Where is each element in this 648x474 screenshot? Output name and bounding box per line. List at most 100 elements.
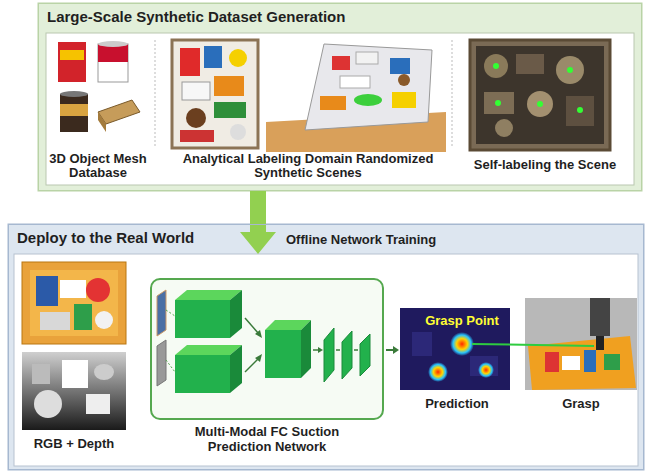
self-labeled-scene-part	[484, 92, 514, 114]
output-arrow	[386, 346, 399, 354]
self-labeled-scene-part	[556, 56, 584, 84]
synthetic-scene-top-part	[204, 46, 222, 68]
network-layers-part	[157, 290, 166, 336]
synthetic-scene-top-part	[230, 124, 246, 140]
image-caption: Prediction	[407, 397, 507, 411]
rgb-image-part	[36, 276, 58, 306]
top-panel-ground-part	[38, 3, 642, 191]
synthetic-scene-perspective-part	[390, 58, 410, 74]
depth-image-part	[34, 390, 62, 418]
panel-heading: Large-Scale Synthetic Dataset Generation	[47, 8, 345, 25]
grasp-image-part	[590, 298, 610, 336]
network-layers	[151, 279, 383, 419]
self-labeled-scene	[470, 40, 610, 150]
self-labeled-scene-part	[527, 91, 553, 117]
synthetic-scene-top	[172, 40, 258, 148]
network-box: Multi-Modal FC Suction Prediction Networ…	[150, 278, 384, 420]
network-layers-part	[245, 318, 259, 334]
grasp-image	[525, 298, 637, 390]
depth-image	[22, 352, 126, 430]
self-labeled-scene-part	[495, 100, 501, 106]
prediction-image-part	[450, 332, 474, 356]
depth-image-part	[22, 352, 126, 430]
depth-image-part	[32, 364, 50, 384]
network-layers-part	[166, 360, 175, 372]
rgb-image-part	[40, 312, 70, 330]
grasp-image-part	[596, 336, 604, 350]
network-layers-part	[175, 300, 230, 338]
divider-lines-part	[452, 40, 453, 148]
image-caption: Grasp	[536, 397, 626, 411]
object-mesh-icons-part	[60, 50, 84, 60]
synthetic-scene-top-part	[214, 76, 244, 96]
panel-box: Deploy to the Real WorldMulti-Modal FC S…	[8, 224, 644, 470]
grasp-leader-line	[472, 344, 594, 346]
self-labeled-scene-part	[567, 67, 573, 73]
rgb-image-part	[30, 270, 118, 336]
network-layers-part	[301, 320, 311, 378]
rgb-image-part	[22, 262, 126, 344]
self-labeled-scene-part	[516, 54, 544, 74]
edge-label: Offline Network Training	[284, 232, 438, 247]
network-layers-part	[230, 290, 242, 338]
self-labeled-scene-part	[484, 54, 508, 78]
output-arrow-part	[393, 346, 399, 354]
grasp-leader-line-part	[472, 344, 594, 346]
self-labeled-scene-part	[537, 101, 543, 107]
synthetic-scene-top-part	[180, 48, 200, 76]
self-labeled-scene-part	[566, 96, 594, 126]
rgb-image-part	[95, 311, 113, 329]
network-layers-part	[255, 330, 262, 338]
top-panel-ground	[38, 3, 642, 191]
synthetic-scene-perspective-part	[398, 74, 410, 86]
synthetic-scene-top-part	[186, 108, 206, 128]
object-mesh-icons-part	[98, 41, 128, 47]
network-layers-part	[324, 328, 334, 382]
divider-lines-part	[155, 40, 156, 148]
synthetic-scene-perspective-part	[392, 92, 416, 108]
rgb-image-part	[74, 304, 92, 330]
bottom-panel-ground-part	[8, 224, 644, 470]
synthetic-scene-top-part	[214, 102, 246, 118]
rgb-image-part	[86, 278, 110, 302]
object-mesh-icons	[58, 41, 140, 132]
synthetic-scene-top-part	[172, 40, 258, 148]
network-layers-part	[230, 345, 242, 393]
object-mesh-icons-part	[58, 42, 86, 82]
object-mesh-icons-part	[98, 44, 128, 82]
rgb-image	[22, 262, 126, 344]
bottom-panel-ground-part	[14, 254, 638, 466]
network-layers-part	[360, 334, 370, 376]
network-label: Multi-Modal FC Suction Prediction Networ…	[162, 424, 372, 454]
depth-image-part	[94, 364, 114, 380]
grasp-image-part	[604, 354, 620, 370]
synthetic-scene-perspective-part	[340, 76, 370, 88]
object-mesh-icons-part	[60, 94, 88, 132]
self-labeled-scene-part	[470, 40, 610, 150]
flow-arrow	[240, 191, 276, 254]
synthetic-scene-top-part	[180, 130, 214, 142]
network-layers-part	[265, 330, 301, 378]
network-layers-part	[255, 354, 262, 362]
bottom-panel-ground	[8, 224, 644, 470]
object-mesh-icons-part	[98, 100, 140, 124]
prediction-image-part	[428, 362, 448, 382]
object-mesh-icons-part	[98, 112, 106, 132]
network-layers-part	[157, 340, 166, 386]
object-mesh-icons-part	[60, 91, 88, 97]
synthetic-scene-top-part	[182, 82, 210, 100]
output-arrow-part	[386, 349, 394, 351]
prediction-image-part	[412, 332, 432, 356]
image-caption: Self-labeling the Scene	[455, 158, 635, 172]
synthetic-scene-perspective-part	[354, 94, 382, 106]
image-caption: RGB + Depth	[19, 437, 129, 451]
self-labeled-scene-part	[495, 119, 513, 137]
network-layers-part	[151, 279, 383, 419]
grasp-image-part	[562, 356, 580, 370]
panel-heading: Deploy to the Real World	[17, 229, 194, 246]
network-layers-part	[245, 358, 259, 372]
depth-image-part	[86, 394, 110, 414]
grasp-image-part	[525, 298, 637, 390]
grasp-image-part	[545, 352, 559, 372]
